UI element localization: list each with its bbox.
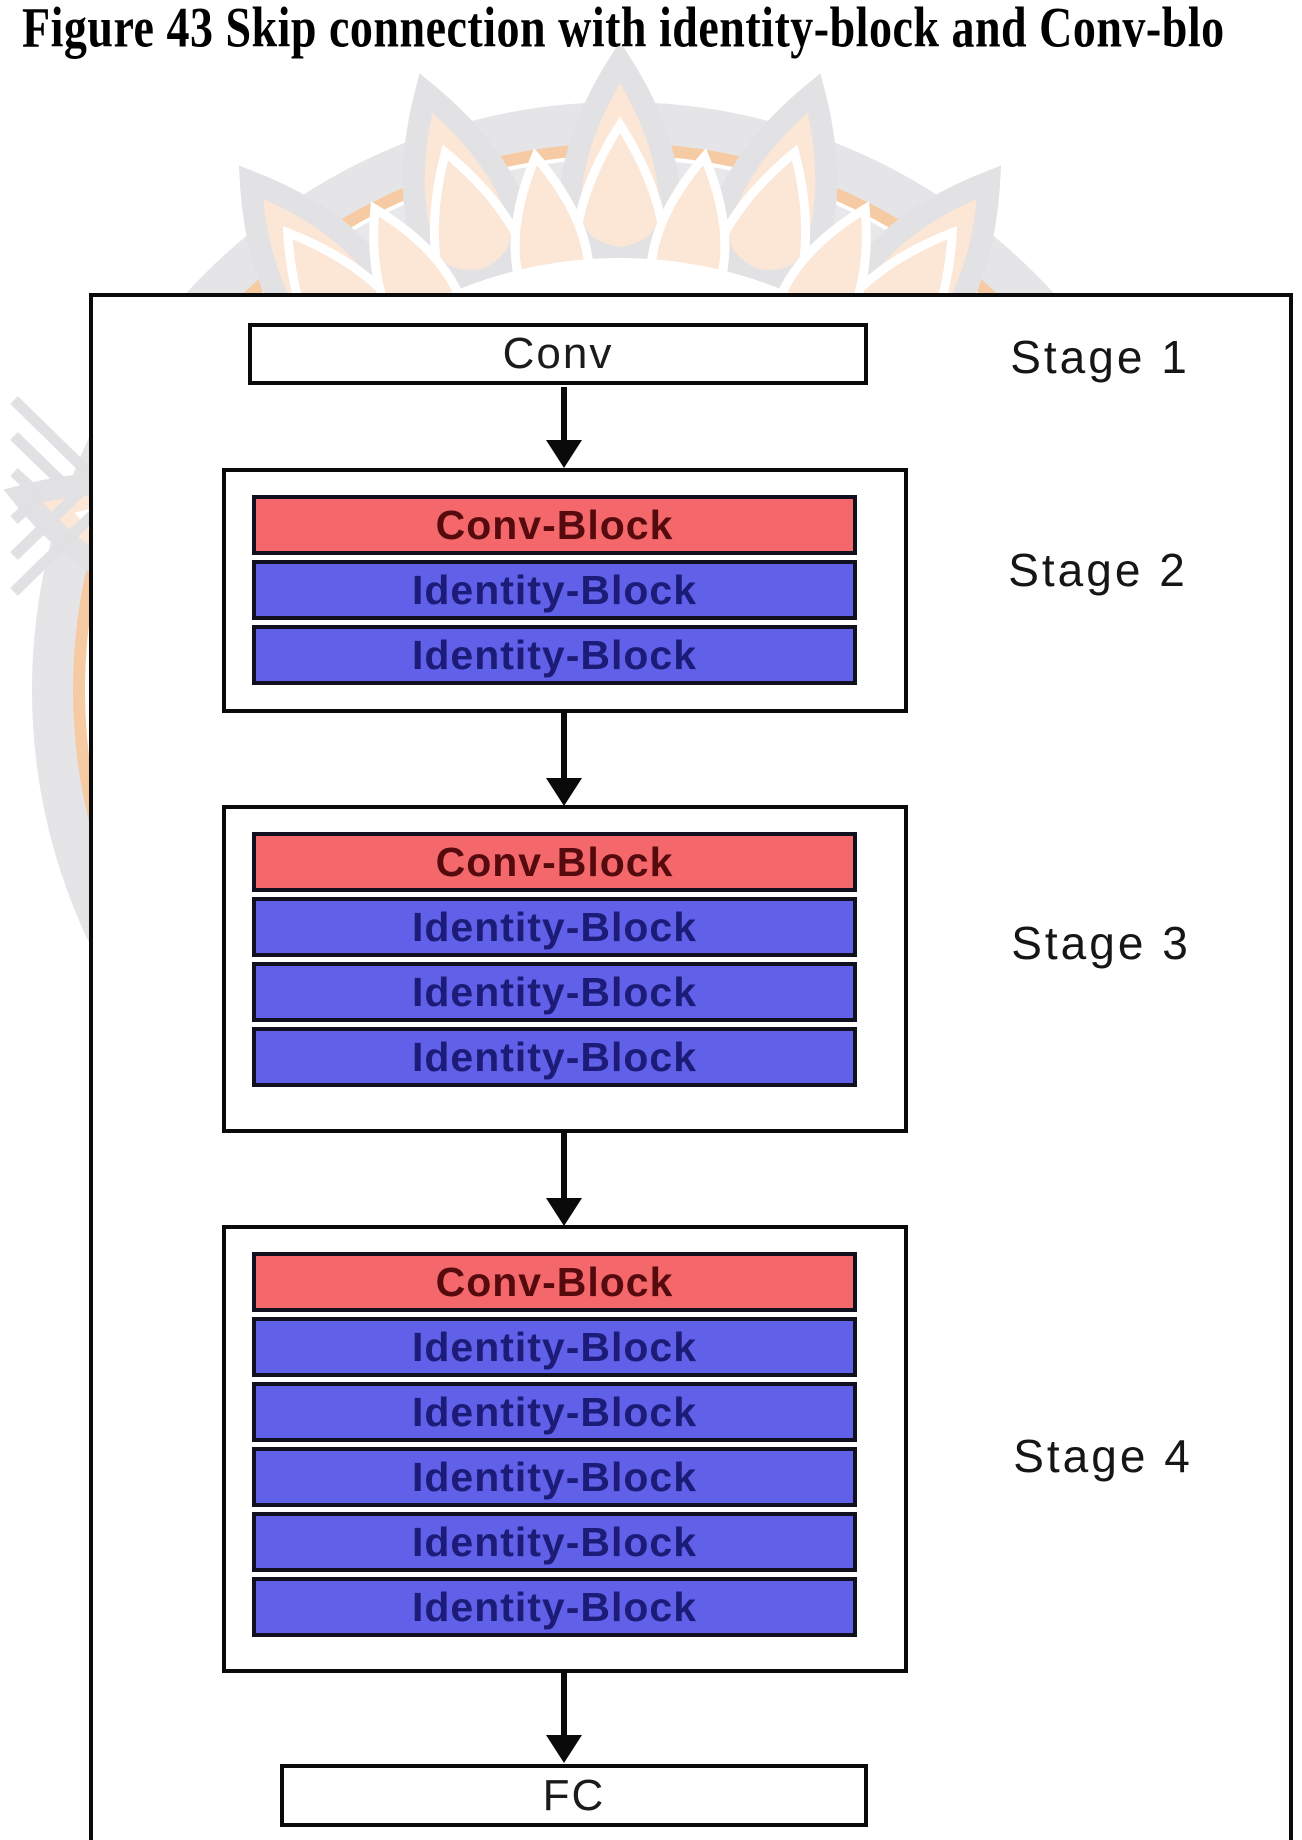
down-arrow-1 [561, 387, 567, 441]
stage-2-label: Stage 2 [1008, 544, 1188, 596]
identity-block: Identity-Block [252, 625, 857, 685]
down-arrow-4 [561, 1673, 567, 1736]
identity-block: Identity-Block [252, 560, 857, 620]
conv-block: Conv-Block [252, 832, 857, 892]
identity-block: Identity-Block [252, 962, 857, 1022]
fc-node-label: FC [542, 1770, 606, 1820]
identity-block: Identity-Block [252, 1317, 857, 1377]
identity-block: Identity-Block [252, 897, 857, 957]
identity-block: Identity-Block [252, 1027, 857, 1087]
stage-4-label: Stage 4 [1013, 1430, 1193, 1482]
conv-block: Conv-Block [252, 1252, 857, 1312]
identity-block: Identity-Block [252, 1447, 857, 1507]
identity-block: Identity-Block [252, 1577, 857, 1637]
conv-block: Conv-Block [252, 495, 857, 555]
stage-3-label: Stage 3 [1011, 917, 1191, 969]
down-arrow-3 [561, 1133, 567, 1199]
identity-block: Identity-Block [252, 1382, 857, 1442]
conv-node-label: Conv [502, 329, 614, 378]
identity-block: Identity-Block [252, 1512, 857, 1572]
fc-node-box: FC [280, 1764, 868, 1827]
figure-caption: Figure 43 Skip connection with identity-… [22, 0, 1225, 59]
stage-1-label: Stage 1 [1010, 331, 1190, 383]
down-arrow-2 [561, 713, 567, 779]
conv-node-box: Conv [248, 323, 868, 385]
